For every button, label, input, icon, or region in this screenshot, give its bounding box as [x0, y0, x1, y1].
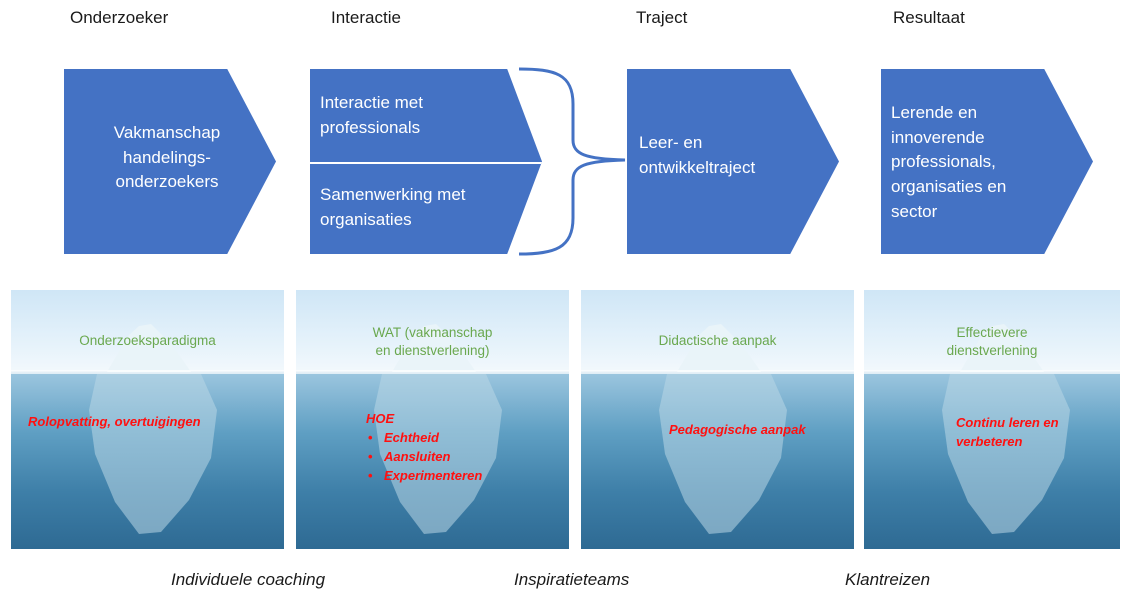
iceberg-red-text: Rolopvatting, overtuigingen [28, 414, 201, 429]
footer-individuele-coaching: Individuele coaching [171, 570, 326, 589]
chevron-line: sector [891, 201, 938, 221]
iceberg-red-line: verbeteren [956, 433, 1023, 449]
iceberg-red-text: HOE Echtheid Aansluiten Experimenteren [366, 410, 482, 485]
iceberg-image [581, 324, 854, 534]
iceberg-red-line: Continu leren en [956, 415, 1059, 430]
iceberg-title-line: en dienstverlening) [375, 343, 490, 359]
chevron-line: handelings- [123, 147, 211, 167]
chevron-line: innoverende [891, 127, 985, 147]
iceberg-title: WAT (vakmanschap en dienstverlening) [296, 324, 569, 360]
chevron-traject: Leer- en ontwikkeltraject [627, 69, 839, 254]
iceberg-title: Effectievere dienstverlening [864, 324, 1120, 360]
chevron-vakmanschap: Vakmanschap handelings- onderzoekers [64, 69, 276, 254]
header-traject: Traject [636, 8, 688, 27]
iceberg-title: Didactische aanpak [581, 332, 854, 350]
iceberg-panel-traject: Didactische aanpak Pedagogische aanpak [581, 290, 854, 549]
footer-klantreizen: Klantreizen [845, 570, 931, 589]
chevron-divider [310, 161, 542, 164]
iceberg-red-heading: HOE [366, 411, 395, 426]
chevron-interactie: Interactie met professionals Samenwerkin… [310, 69, 542, 254]
chevron-line: organisaties en [891, 176, 1007, 196]
iceberg-title: Onderzoeksparadigma [11, 332, 284, 350]
iceberg-title-line: dienstverlening [946, 343, 1038, 359]
chevron-line: Interactie met [320, 93, 423, 112]
header-interactie: Interactie [331, 8, 401, 27]
chevron-line: Vakmanschap [113, 123, 221, 142]
iceberg-red-text: Pedagogische aanpak [669, 422, 806, 437]
header-onderzoeker: Onderzoeker [70, 8, 169, 27]
chevron-line: Leer- en [639, 133, 703, 152]
iceberg-image [864, 324, 1120, 534]
iceberg-panel-onderzoeker: Onderzoeksparadigma Rolopvatting, overtu… [11, 290, 284, 549]
chevron-line: Samenwerking met [320, 185, 466, 204]
footer-inspiratieteams: Inspiratieteams [514, 570, 630, 589]
chevron-resultaat: Lerende en innoverende professionals, or… [881, 69, 1093, 254]
iceberg-bullet: Echtheid [368, 429, 482, 448]
iceberg-title-line: Onderzoeksparadigma [79, 333, 216, 348]
chevron-line: professionals, [891, 152, 996, 172]
iceberg-red-text: Continu leren en verbeteren [956, 414, 1059, 452]
curly-brace [518, 67, 626, 256]
chevron-line: organisaties [320, 209, 412, 229]
iceberg-bullet: Aansluiten [368, 448, 482, 467]
chevron-line: ontwikkeltraject [639, 157, 756, 177]
iceberg-title-line: Didactische aanpak [658, 333, 777, 348]
iceberg-panel-interactie: WAT (vakmanschap en dienstverlening) HOE… [296, 290, 569, 549]
iceberg-bullet-list: Echtheid Aansluiten Experimenteren [366, 429, 482, 486]
chevron-line: Lerende en [891, 103, 978, 122]
iceberg-bullet: Experimenteren [368, 467, 482, 486]
header-resultaat: Resultaat [893, 8, 965, 27]
iceberg-image [11, 324, 284, 534]
iceberg-panel-resultaat: Effectievere dienstverlening Continu ler… [864, 290, 1120, 549]
chevron-line: onderzoekers [115, 172, 219, 192]
iceberg-title-line: WAT (vakmanschap [372, 325, 493, 340]
iceberg-title-line: Effectievere [956, 325, 1028, 340]
chevron-line: professionals [320, 117, 421, 137]
